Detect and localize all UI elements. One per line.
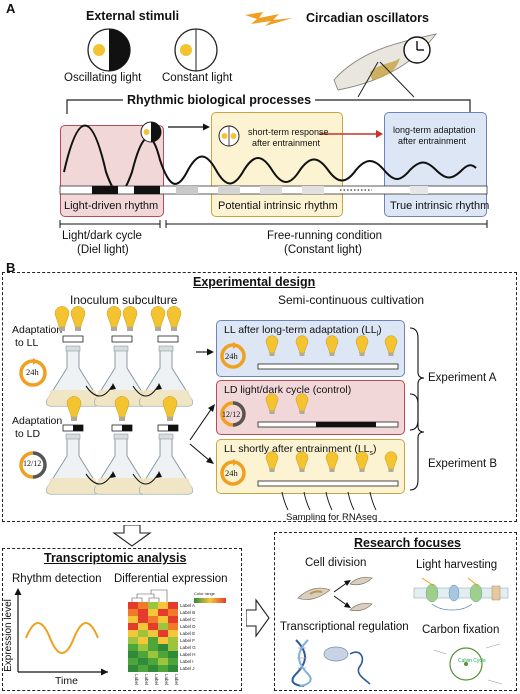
heatmap-row-label: Label E: [180, 631, 195, 636]
heatmap-row-label: Label I: [180, 659, 194, 664]
cell-division-label: Cell division: [305, 557, 367, 569]
panel-b-letter: B: [6, 260, 16, 275]
adaptation-ll-line2: to LL: [15, 337, 39, 349]
short-term-line1: short-term response: [248, 127, 329, 137]
diatom-cell-icon: [333, 33, 438, 91]
adaptation-ld-line1: Adaptation: [12, 415, 63, 427]
ld-control-label: LD light/dark cycle (control): [224, 384, 352, 396]
heatmap-row-label: Label H: [180, 652, 196, 657]
calvin-cycle-icon: Calvin Cycle: [433, 643, 503, 685]
heatmap-row-labels: Label A Label B Label C Label D Label E …: [180, 603, 196, 671]
color-range-label: Color range: [194, 591, 216, 596]
carbon-fixation-label: Carbon fixation: [422, 624, 500, 636]
heatmap-col-label: Label: [154, 674, 159, 685]
transcriptomic-frame: [2, 548, 242, 691]
experimental-design-title: Experimental design: [193, 275, 316, 289]
rhythm-wave-chart: [59, 123, 488, 228]
constant-light-label: Constant light: [162, 72, 233, 84]
external-stimuli-title: External stimuli: [86, 9, 180, 23]
free-running-line1: Free-running condition: [267, 230, 383, 242]
cycle-1212-icon-left: [19, 451, 47, 479]
cycle-24h-icon-left: [19, 358, 47, 387]
heatmap-row-label: Label G: [180, 645, 196, 650]
rhythmic-processes-title: Rhythmic biological processes: [123, 93, 316, 107]
cycle-1212-label-left: 12/12: [23, 459, 42, 468]
lightning-icon: [245, 12, 293, 26]
heatmap-row-label: Label F: [180, 638, 195, 643]
light-harvesting-label: Light harvesting: [416, 559, 498, 571]
y-axis-label: Expression level: [2, 599, 14, 672]
heatmap-row-label: Label J: [180, 666, 195, 671]
heatmap-col-label: Label: [174, 674, 179, 685]
adaptation-ll-line1: Adaptation: [12, 324, 63, 336]
true-intrinsic-label: True intrinsic rhythm: [390, 200, 490, 212]
entrained-constant-icon: [218, 125, 240, 147]
inoculum-graphics: [46, 305, 215, 495]
research-frame: [274, 532, 517, 691]
heatmap-col-label: Label: [144, 674, 149, 685]
ld-cycle-line1: Light/dark cycle: [62, 230, 142, 242]
long-term-line1: long-term adaptation: [393, 125, 476, 135]
transcriptional-regulation-label: Transcriptional regulation: [280, 621, 409, 633]
cell-division-icon: [297, 576, 373, 612]
experimental-design-frame: [2, 272, 517, 522]
heatmap-row-label: Label C: [180, 617, 196, 622]
cycle-24h-label-ll: 24h: [225, 351, 238, 361]
entrained-oscillating-icon: [140, 121, 162, 143]
differential-expression-label: Differential expression: [114, 573, 228, 585]
dna-protein-icon: [291, 639, 371, 687]
oscillating-light-label: Oscillating light: [64, 72, 142, 84]
heatmap-col-label: Label: [164, 674, 169, 685]
heatmap-col-labels: Label Label Label Label Label: [134, 674, 179, 685]
circadian-oscillators-title: Circadian oscillators: [306, 11, 429, 25]
potential-intrinsic-label: Potential intrinsic rhythm: [218, 200, 338, 212]
light-driven-label: Light-driven rhythm: [64, 200, 159, 212]
cycle-24h-label-left: 24h: [26, 367, 39, 377]
ll-long-term-label: LL after long-term adaptation (LLl): [224, 324, 382, 339]
heatmap-cells: [128, 602, 178, 672]
cycle-24h-label-lls: 24h: [225, 468, 238, 478]
rhythm-detection-label: Rhythm detection: [12, 573, 102, 585]
oscillating-light-icon: [87, 28, 131, 72]
heatmap-row-label: Label B: [180, 610, 195, 615]
free-running-line2: (Constant light): [284, 244, 362, 256]
cycle-1212-label-ld: 12/12: [222, 410, 241, 419]
right-arrow-icon: [246, 598, 270, 638]
long-term-line2: after entrainment: [398, 136, 467, 146]
heatmap-row-label: Label D: [180, 624, 196, 629]
cultivation-graphics: [220, 327, 425, 511]
short-term-line2: after entrainment: [252, 138, 321, 148]
ld-cycle-line2: (Diel light): [77, 244, 129, 256]
adaptation-ld-line2: to LD: [15, 428, 41, 440]
panel-a-letter: A: [6, 1, 16, 16]
sampling-label: Sampling for RNAseq: [286, 512, 378, 523]
inoculum-title: Inoculum subculture: [70, 293, 178, 307]
down-arrow-icon: [112, 525, 152, 547]
rhythm-plot: [14, 588, 108, 676]
heatmap: Color range Label A Label B Label C Labe…: [128, 589, 226, 685]
constant-light-icon: [174, 28, 218, 72]
light-harvesting-icon: [413, 577, 509, 611]
experiment-a-label: Experiment A: [428, 372, 497, 384]
ll-long-term-sub: l: [376, 331, 379, 339]
heatmap-row-label: Label A: [180, 603, 195, 608]
experiment-b-label: Experiment B: [428, 458, 498, 470]
heatmap-col-label: Label: [134, 674, 139, 685]
calvin-cycle-label: Calvin Cycle: [458, 658, 486, 664]
x-axis-label: Time: [55, 675, 78, 687]
transcriptomic-title: Transcriptomic analysis: [44, 551, 187, 565]
ll-short-sub: s: [369, 450, 374, 458]
research-title: Research focuses: [354, 536, 462, 550]
semi-continuous-title: Semi-continuous cultivation: [278, 293, 425, 307]
